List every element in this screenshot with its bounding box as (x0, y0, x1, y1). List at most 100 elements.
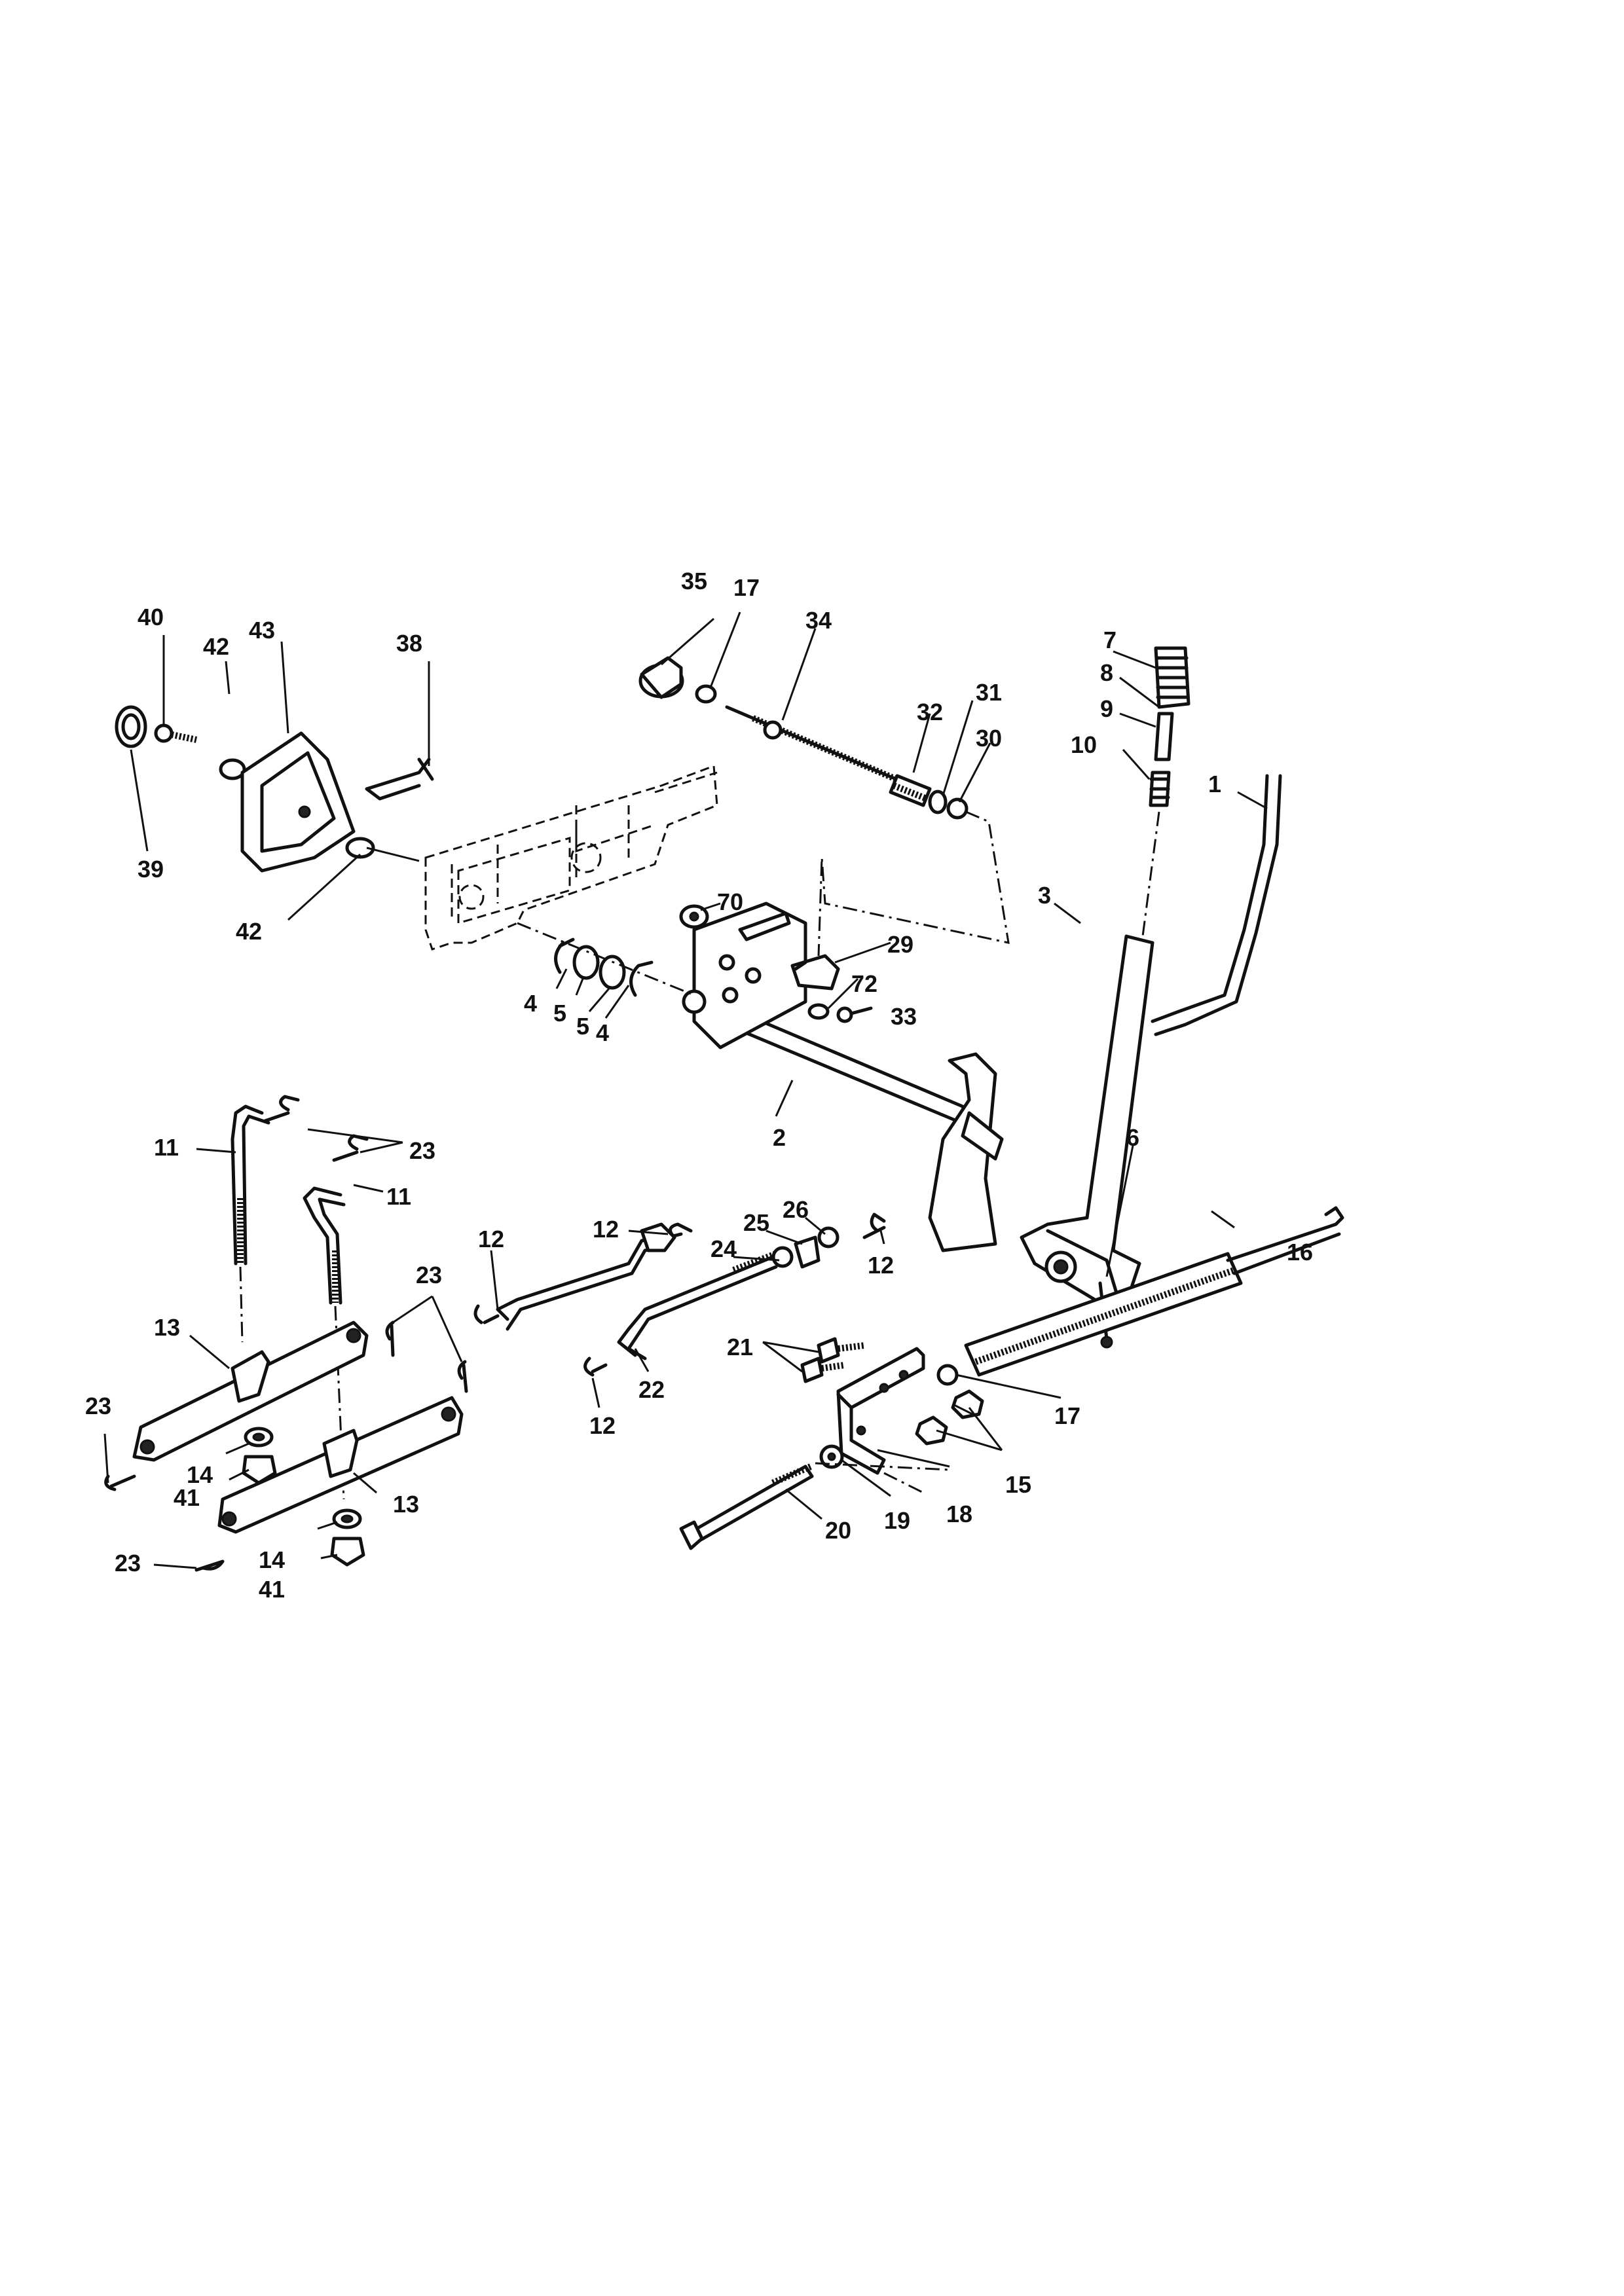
callout-32: 32 (917, 699, 943, 725)
callout-15: 15 (1005, 1471, 1031, 1498)
part-29-trunnion (790, 954, 840, 991)
callout-12c: 12 (589, 1412, 616, 1439)
callout-39: 39 (138, 856, 164, 883)
callout-33: 33 (891, 1003, 917, 1030)
callout-12a: 12 (593, 1216, 619, 1243)
callout-12d: 12 (868, 1252, 894, 1279)
callout-23a: 23 (409, 1137, 435, 1164)
axis-indicator (366, 847, 420, 862)
part-14-41-hardware-lower (330, 1508, 365, 1567)
callout-21: 21 (727, 1334, 753, 1360)
part-33-bolt (836, 1006, 873, 1023)
callout-13a: 13 (154, 1314, 180, 1341)
callout-34: 34 (805, 607, 832, 634)
callout-11a: 11 (154, 1134, 179, 1161)
part-15-nuts (915, 1389, 984, 1446)
part-17-nut-top (695, 684, 717, 704)
callout-8: 8 (1100, 659, 1113, 686)
callout-22: 22 (638, 1376, 665, 1403)
rod-end-fitting (640, 1222, 676, 1252)
callout-23b: 23 (416, 1262, 442, 1288)
callout-labels: 1 2 3 4 4 5 5 6 7 8 9 10 11 11 12 12 12 … (85, 568, 1313, 1603)
part-40-bolt (154, 723, 198, 743)
part-38-clip (365, 757, 434, 801)
part-34-threaded-rod (725, 705, 906, 786)
part-22-control-rod-left (496, 1235, 663, 1331)
axis-link-left (239, 1266, 244, 1343)
callout-14b: 14 (259, 1546, 285, 1573)
callout-26: 26 (783, 1196, 809, 1223)
part-13-lift-arm-upper (132, 1321, 369, 1462)
part-42-washer-bottom (345, 837, 375, 859)
callout-19: 19 (884, 1507, 910, 1534)
callout-4b: 4 (596, 1019, 609, 1046)
part-43-indicator-plate (240, 731, 356, 873)
part-11-lift-link-right (303, 1186, 346, 1305)
part-35-knob (638, 656, 684, 699)
callout-31: 31 (976, 679, 1002, 706)
callout-12b: 12 (478, 1226, 504, 1252)
part-10-spring (1149, 771, 1171, 807)
callout-40: 40 (138, 604, 164, 630)
callout-70: 70 (717, 888, 743, 915)
callout-5a: 5 (553, 1000, 566, 1027)
callout-17a: 17 (733, 574, 760, 601)
callout-42a: 42 (203, 633, 229, 660)
callout-24: 24 (710, 1235, 737, 1262)
callout-14a: 14 (187, 1461, 213, 1488)
callout-16: 16 (1287, 1239, 1313, 1266)
part-30-nut (946, 797, 969, 820)
part-24-nut (771, 1246, 794, 1268)
callout-72: 72 (851, 970, 877, 997)
part-70-washer (679, 904, 709, 929)
part-72-washer (807, 1003, 830, 1020)
callout-6: 6 (1126, 1124, 1139, 1151)
part-1-lift-handle-rod (1151, 774, 1282, 1036)
callout-41b: 41 (259, 1576, 285, 1603)
chassis-frame-outline (424, 764, 718, 951)
callout-23d: 23 (115, 1550, 141, 1576)
part-18-bracket (836, 1347, 925, 1475)
callout-10: 10 (1071, 731, 1097, 758)
part-4-5-washers (517, 922, 695, 997)
callout-43: 43 (249, 617, 275, 644)
callout-5b: 5 (576, 1013, 589, 1040)
callout-17b: 17 (1054, 1402, 1080, 1429)
callout-42b: 42 (236, 918, 262, 945)
part-3-lift-lever (1020, 934, 1154, 1305)
callout-11b: 11 (386, 1183, 411, 1210)
part-25-ferrule (794, 1235, 821, 1269)
part-19-washer (819, 1444, 844, 1469)
callout-20: 20 (825, 1517, 851, 1544)
part-32-spring (889, 774, 932, 807)
part-2-lift-shaft (682, 902, 1004, 1252)
callout-18: 18 (946, 1501, 972, 1527)
callout-2: 2 (773, 1124, 786, 1151)
callout-30: 30 (976, 725, 1002, 752)
callout-35: 35 (681, 568, 707, 594)
callout-7: 7 (1103, 627, 1116, 653)
callout-9: 9 (1100, 695, 1113, 722)
part-14-41-hardware-upper (242, 1427, 277, 1485)
callout-3: 3 (1038, 882, 1051, 909)
leader-lines (103, 611, 1268, 1569)
callout-4a: 4 (524, 990, 537, 1017)
callout-13b: 13 (393, 1491, 419, 1518)
axis-bracket (815, 1462, 950, 1494)
part-13-lift-arm-lower (217, 1396, 464, 1534)
callout-25: 25 (743, 1209, 769, 1236)
callout-1: 1 (1208, 771, 1221, 797)
part-23-hairpin-clips (104, 1095, 468, 1572)
callout-23c: 23 (85, 1393, 111, 1419)
axis-adjustment (817, 811, 1010, 957)
callout-41a: 41 (174, 1484, 200, 1511)
part-21-bolts (800, 1337, 865, 1383)
part-31-washer (928, 790, 948, 814)
callout-29: 29 (887, 931, 913, 958)
part-39-knob (115, 705, 147, 748)
part-17-washer (936, 1364, 959, 1386)
part-7-knob (1154, 646, 1190, 709)
part-11-lift-link-left (231, 1104, 270, 1266)
part-8-9-pin (1154, 712, 1174, 761)
